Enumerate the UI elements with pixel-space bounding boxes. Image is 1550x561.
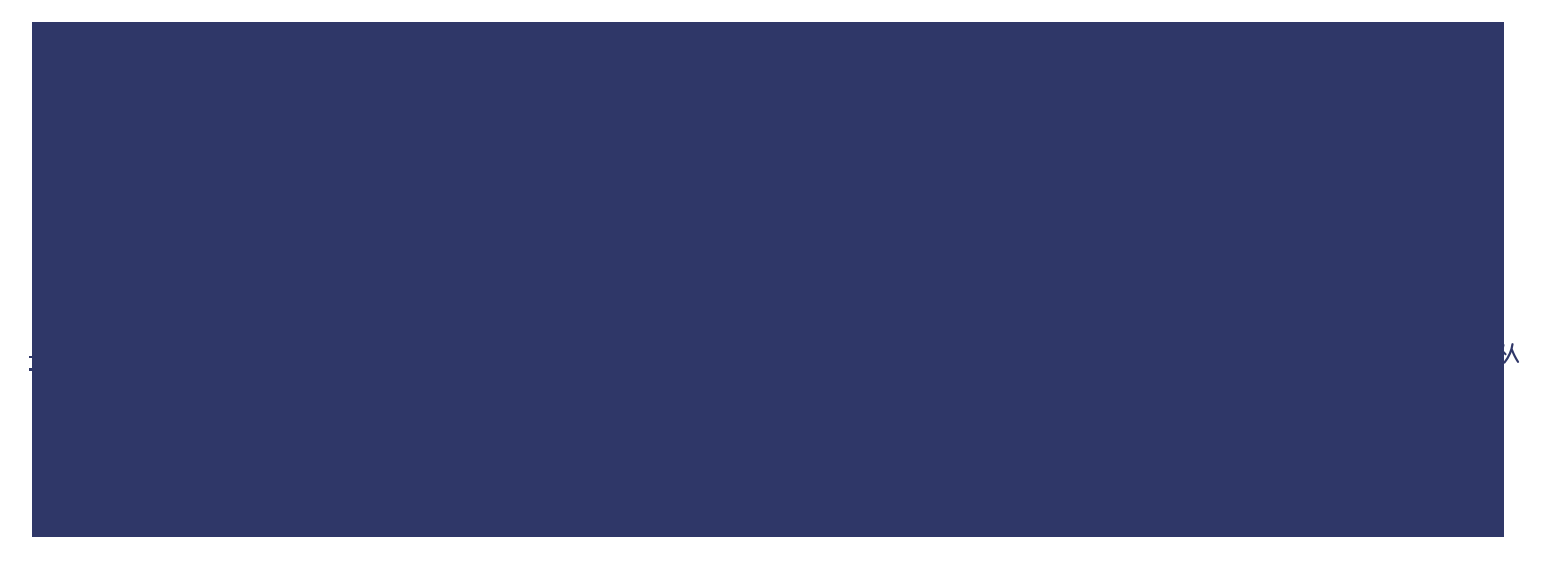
stroke-tip-upper [29,356,32,358]
cover-image [32,22,1504,537]
stroke-tip-lower [29,368,32,371]
